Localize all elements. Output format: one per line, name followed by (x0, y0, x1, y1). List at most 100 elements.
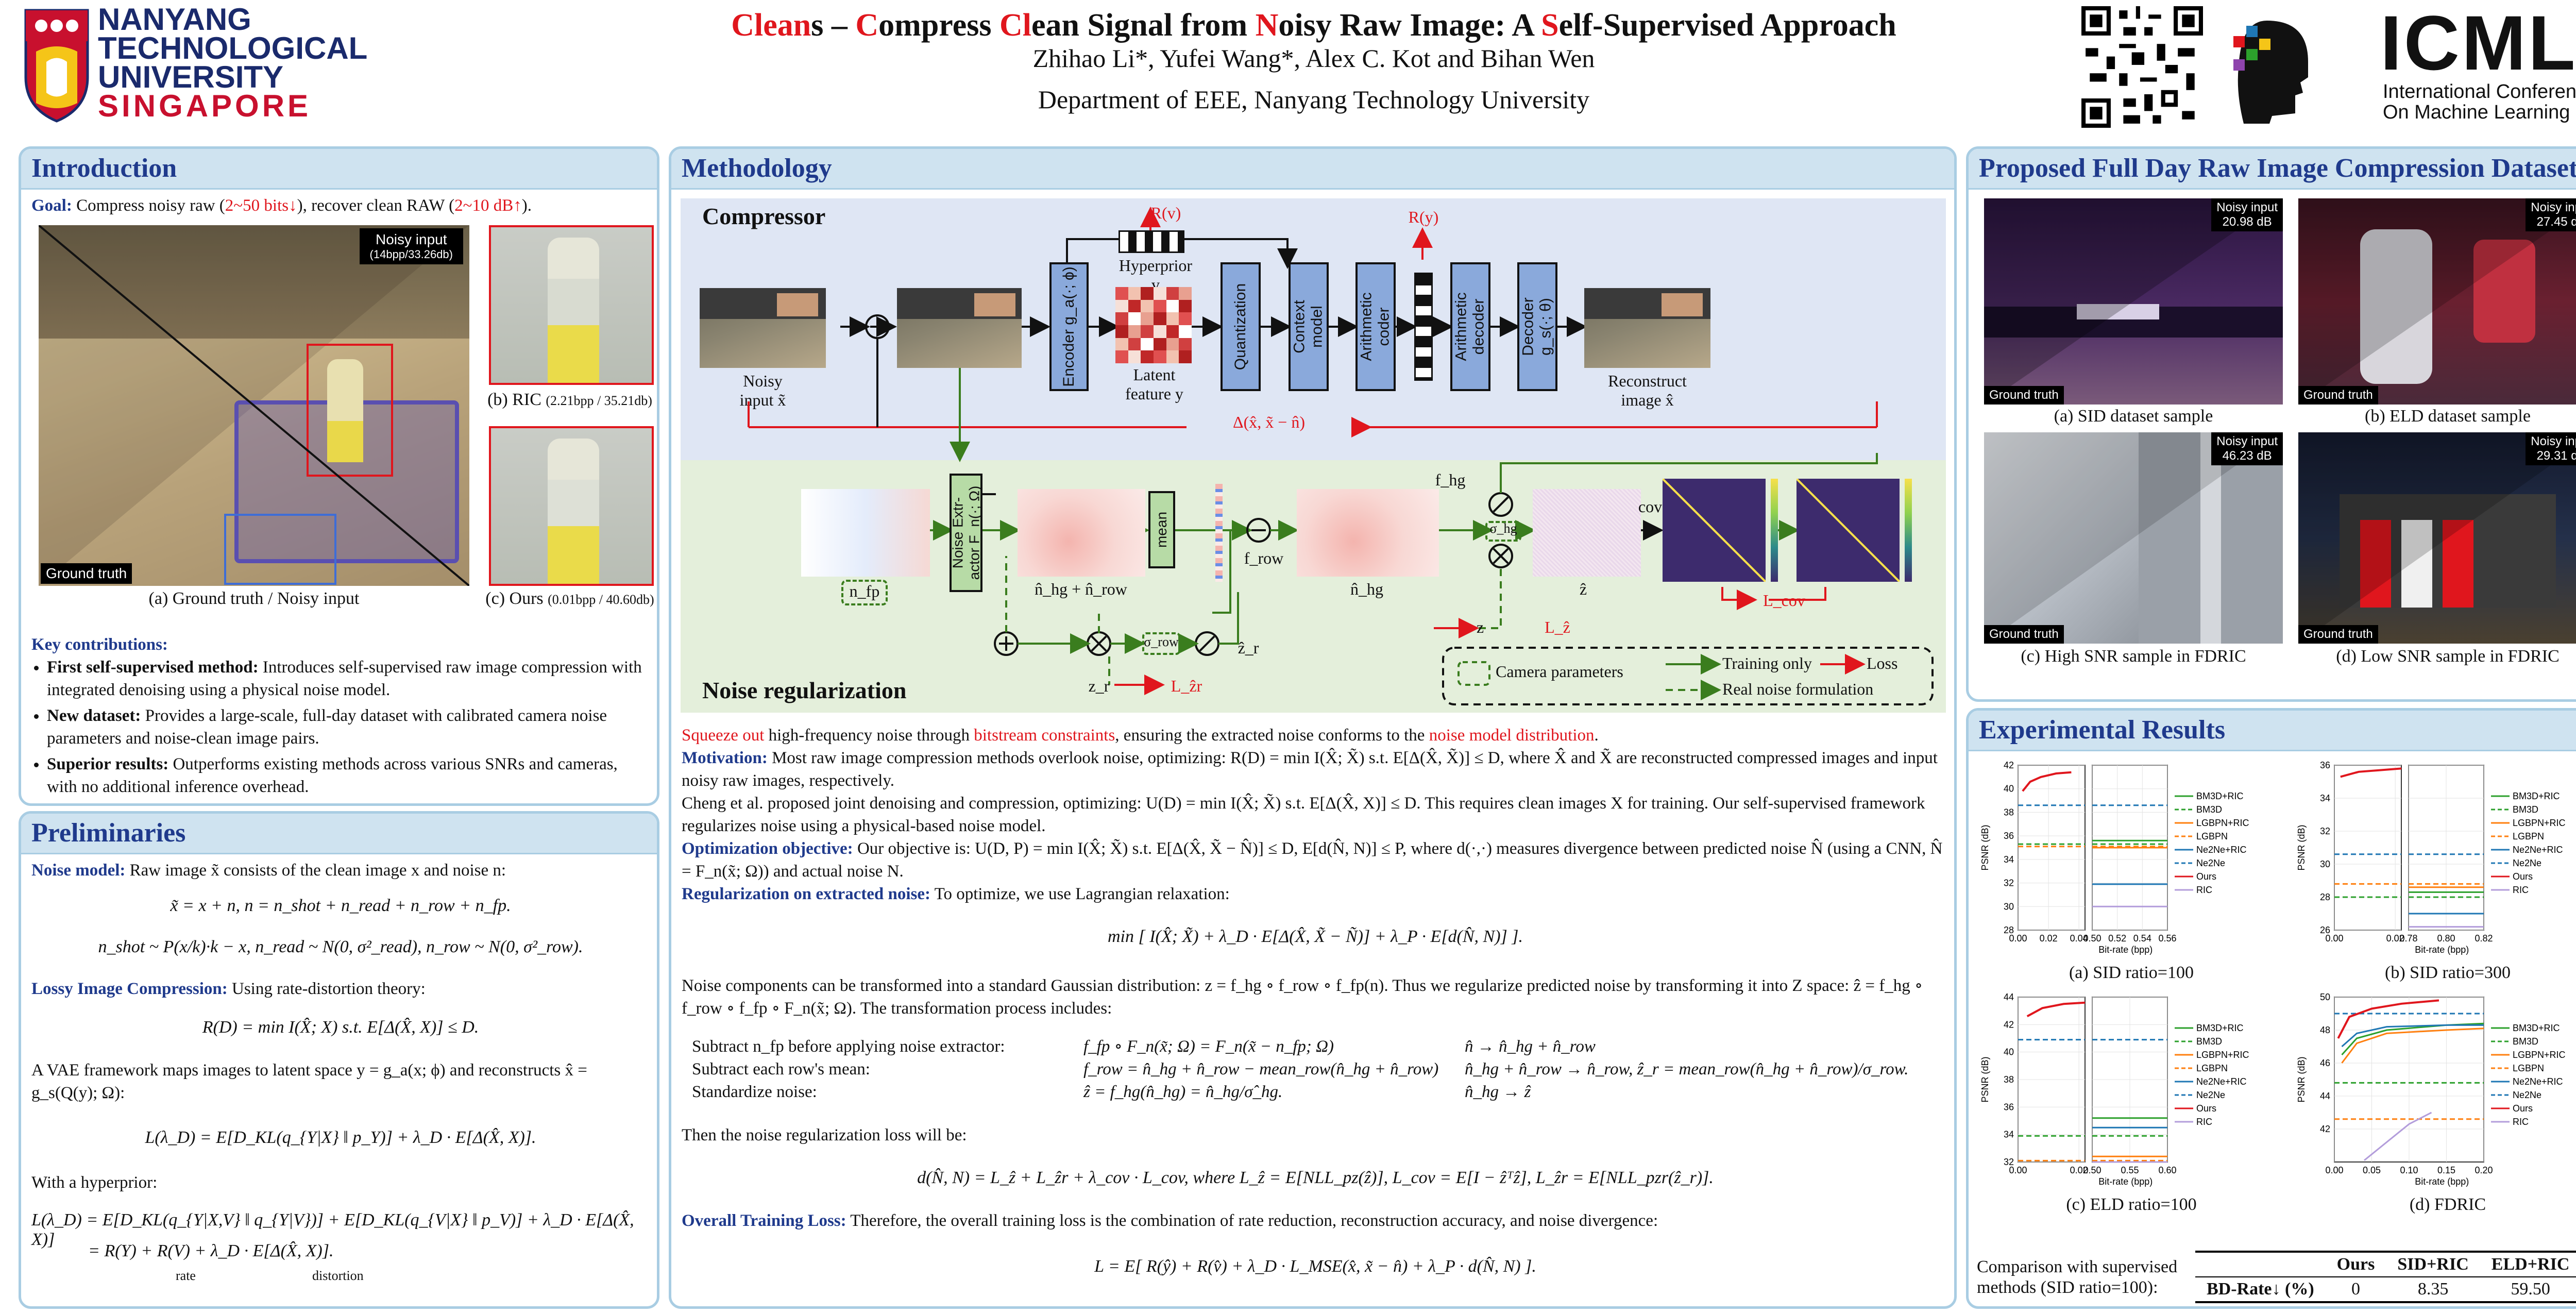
table-header: ELD+RIC (2480, 1251, 2576, 1277)
lossy-compression-text: Lossy Image Compression: Using rate-dist… (31, 980, 426, 998)
noisy-input-thumbnail (700, 288, 826, 368)
ground-truth-tag: Ground truth (2298, 386, 2378, 405)
legend-label: LGBPN (2513, 831, 2544, 841)
legend-label: LGBPN (2196, 831, 2228, 841)
caption-d: (d) Low SNR sample in FDRIC (2336, 647, 2560, 666)
y-tick-label: 44 (2004, 992, 2014, 1002)
y-tick-label: 48 (2320, 1025, 2330, 1035)
x-axis-label: Bit-rate (bpp) (2098, 1176, 2153, 1187)
y-tick-label: 32 (2004, 1157, 2014, 1167)
series-line-ric (2364, 1111, 2432, 1161)
y-tick-label: 28 (2320, 892, 2330, 902)
y-tick-label: 34 (2004, 1130, 2014, 1140)
context-model-block: Context model (1289, 262, 1329, 391)
table-row: BD-Rate↓ (%) 0 8.35 59.50 (2195, 1277, 2576, 1303)
legend-label: BM3D+RIC (2513, 1023, 2560, 1033)
authors: Zhihao Li*, Yufei Wang*, Alex C. Kot and… (1032, 44, 1595, 73)
vae-text: A VAE framework maps images to latent sp… (31, 1061, 587, 1102)
equation: d(N̂, N) = L_ẑ + L_ẑr + λ_cov · L_cov, w… (917, 1168, 1714, 1187)
legend-camera-params: Camera parameters (1496, 662, 1623, 681)
noise-extractor-block: Noise Extr- actor F_n(·; Ω) (950, 474, 982, 592)
compressor-label: Compressor (702, 203, 826, 229)
covariance-matrix-target (1797, 479, 1900, 582)
x-tick-label: 0.02 (2070, 1165, 2088, 1175)
icml-subtitle: International Conference On Machine Lear… (2383, 81, 2576, 123)
legend-label: LGBPN+RIC (2513, 818, 2566, 828)
qr-code-icon[interactable] (2081, 6, 2203, 128)
table-header-row: Ours SID+RIC ELD+RIC (2195, 1251, 2576, 1277)
ric-crop-photo (489, 225, 654, 385)
series-line-ours (2022, 771, 2072, 792)
table-header: SID+RIC (2386, 1251, 2480, 1277)
y-tick-label: 40 (2004, 1047, 2014, 1057)
y-tick-label: 38 (2004, 807, 2014, 817)
legend-label: Ne2Ne (2513, 1090, 2541, 1100)
plot-axes (2334, 765, 2402, 931)
bitstream-icon (1414, 273, 1433, 381)
contribution-item: First self-supervised method: Introduces… (47, 656, 650, 701)
arithmetic-coder-block: Arithmetic coder (1355, 262, 1396, 391)
l-zr-label: L_ẑr (1171, 677, 1202, 695)
legend-label: Ours (2513, 1103, 2533, 1114)
arithmetic-decoder-block: Arithmetic decoder (1450, 262, 1490, 391)
y-tick-label: 42 (2004, 760, 2014, 770)
legend-label: BM3D (2196, 1036, 2222, 1047)
rate-y-label: R(y) (1408, 208, 1439, 226)
then-text: Then the noise regularization loss will … (682, 1126, 967, 1144)
optimization-text: Optimization objective: Our objective is… (682, 839, 1943, 881)
x-tick-label: 0.00 (2325, 933, 2343, 944)
n-fp-label: n_fp (849, 582, 880, 600)
poster-title: Cleans – Compress Clean Signal from Nois… (731, 8, 1896, 43)
x-tick-label: 0.02 (2386, 933, 2404, 944)
legend-label: Ne2Ne+RIC (2196, 845, 2247, 855)
key-contributions: Key contributions: First self-supervised… (31, 633, 650, 801)
legend-label: Ne2Ne+RIC (2513, 1076, 2563, 1087)
sigma-hg-label: σ_hg (1489, 521, 1517, 536)
caption-c: (c) High SNR sample in FDRIC (2021, 647, 2246, 666)
ground-truth-noisy-photo: Noisy input (14bpp/33.26db) Ground truth (39, 225, 469, 586)
z-r-label: z_r (1088, 677, 1110, 695)
series-line-ours (2337, 999, 2439, 1039)
sigma-row-box (1142, 632, 1180, 655)
legend-label: BM3D (2513, 804, 2538, 815)
department: Department of EEE, Nanyang Technology Un… (1038, 85, 1590, 114)
x-tick-label: 0.15 (2437, 1165, 2455, 1175)
plot-axes (2018, 765, 2086, 931)
y-tick-label: 46 (2320, 1058, 2330, 1068)
y-tick-label: 42 (2004, 1019, 2014, 1030)
transform-step-2: Subtract each row's mean:f_row = n̂_hg +… (692, 1060, 1909, 1079)
y-tick-label: 36 (2004, 1102, 2014, 1112)
y-tick-label: 44 (2320, 1091, 2330, 1101)
x-tick-label: 0.20 (2475, 1165, 2493, 1175)
x-tick-label: 0.00 (2325, 1165, 2343, 1175)
y-axis-label: PSNR (dB) (2296, 1056, 2307, 1102)
z-label: z (1476, 618, 1484, 636)
legend-label: RIC (2196, 1117, 2212, 1127)
panel-header (21, 149, 657, 190)
x-tick-label: 0.78 (2399, 933, 2417, 944)
series-line-ne2ne-plus-ric (2341, 1024, 2484, 1048)
latent-feature-mosaic (1115, 287, 1192, 363)
legend-label: RIC (2196, 885, 2212, 895)
reconstructed-thumbnail (1584, 288, 1710, 368)
legend-label: BM3D+RIC (2513, 791, 2560, 801)
legend-training-only: Training only (1722, 654, 1812, 672)
y-axis-label: PSNR (dB) (1980, 824, 1990, 870)
decoder-block: Decoder g_s(·; θ) (1517, 262, 1557, 391)
legend-label: LGBPN (2196, 1063, 2228, 1073)
caption-b: (b) ELD dataset sample (2365, 407, 2531, 426)
table-cell: 0 (2325, 1277, 2386, 1303)
caption-d: (d) FDRIC (2409, 1195, 2486, 1214)
z-r-hat-label: ẑ_r (1238, 638, 1259, 657)
panel-header (21, 814, 657, 854)
noisy-input-tag: Noisy input (14bpp/33.26db) (359, 228, 463, 264)
